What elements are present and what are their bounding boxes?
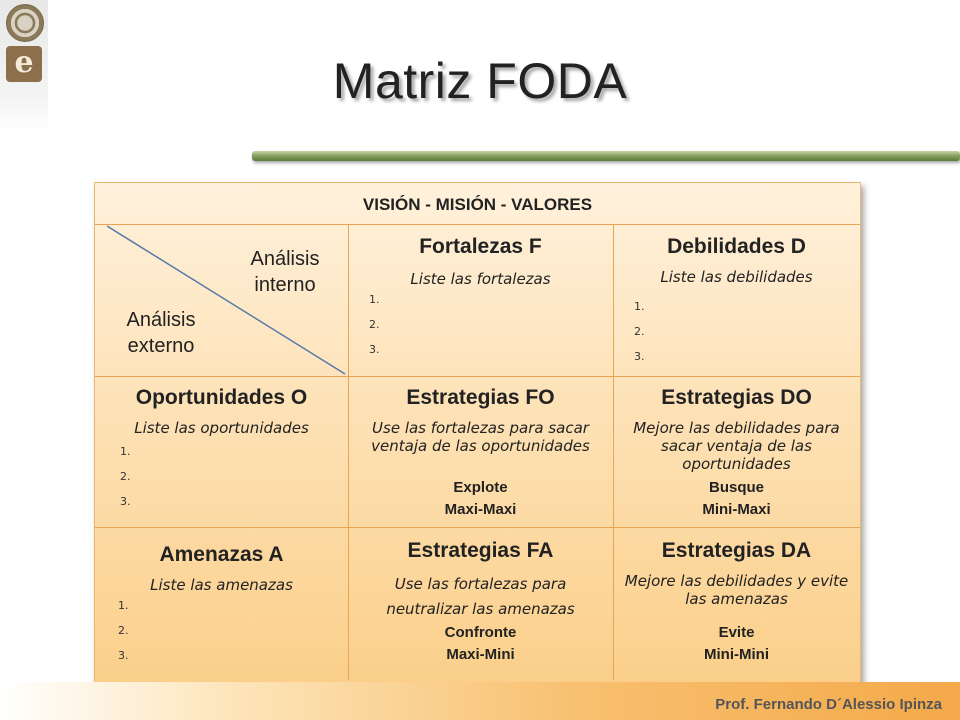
threats-list: 1. 2. 3. xyxy=(118,598,129,673)
fa-action: Confronte xyxy=(444,624,517,641)
fa-label: Maxi-Mini xyxy=(446,646,515,663)
author-footer: Prof. Fernando D´Alessio Ipinza xyxy=(715,696,942,713)
list-item: 2. xyxy=(118,624,129,637)
fo-strategies-description: Use las fortalezas para sacar ventaja de… xyxy=(371,419,590,455)
header-divider xyxy=(95,224,860,225)
weaknesses-subtitle: Liste las debilidades xyxy=(660,268,813,286)
list-item: 3. xyxy=(369,343,380,356)
list-item: 1. xyxy=(120,445,131,458)
footer-band xyxy=(0,682,960,720)
foda-matrix: VISIÓN - MISIÓN - VALORES Análisis inter… xyxy=(94,182,861,686)
da-action: Evite xyxy=(718,624,755,641)
fa-strategies-title: Estrategias FA xyxy=(407,539,554,562)
opportunities-subtitle: Liste las oportunidades xyxy=(134,419,309,437)
vision-mission-values-header: VISIÓN - MISIÓN - VALORES xyxy=(362,195,593,214)
list-item: 3. xyxy=(118,649,129,662)
list-item: 1. xyxy=(369,293,380,306)
da-strategies-title: Estrategias DA xyxy=(661,539,812,562)
fo-action: Explote xyxy=(453,479,508,496)
list-item: 2. xyxy=(369,318,380,331)
corner-diagonal-line xyxy=(106,225,346,375)
list-item: 3. xyxy=(634,350,645,363)
list-item: 1. xyxy=(118,599,129,612)
do-action: Busque xyxy=(708,479,764,496)
da-label: Mini-Mini xyxy=(704,646,769,663)
strengths-title: Fortalezas F xyxy=(419,235,542,258)
logo-sidebar: e xyxy=(0,0,48,135)
threats-subtitle: Liste las amenazas xyxy=(150,576,293,594)
slide-title: Matriz FODA xyxy=(332,53,628,109)
list-item: 1. xyxy=(634,300,645,313)
do-strategies-description: Mejore las debilidades para sacar ventaj… xyxy=(633,419,840,473)
internal-analysis-label: Análisis interno xyxy=(250,248,320,296)
da-strategies-description: Mejore las debilidades y evite las amena… xyxy=(624,572,849,608)
title-underline-bar xyxy=(252,151,960,161)
row-divider-1 xyxy=(95,376,860,377)
external-analysis-label: Análisis externo xyxy=(126,309,196,357)
do-strategies-title: Estrategias DO xyxy=(661,386,812,409)
column-divider-2 xyxy=(613,224,614,680)
university-seal-logo xyxy=(6,4,44,42)
opportunities-list: 1. 2. 3. xyxy=(120,444,131,519)
fo-strategies-title: Estrategias FO xyxy=(406,386,555,409)
do-label: Mini-Maxi xyxy=(702,501,771,518)
column-divider-1 xyxy=(348,224,349,680)
weaknesses-title: Debilidades D xyxy=(667,235,806,258)
fa-strategies-description: Use las fortalezas para neutralizar las … xyxy=(386,575,575,618)
weaknesses-list: 1. 2. 3. xyxy=(634,299,645,374)
threats-title: Amenazas A xyxy=(159,543,284,566)
strengths-subtitle: Liste las fortalezas xyxy=(410,270,551,288)
fo-label: Maxi-Maxi xyxy=(444,501,517,518)
list-item: 2. xyxy=(634,325,645,338)
strengths-list: 1. 2. 3. xyxy=(369,292,380,367)
list-item: 3. xyxy=(120,495,131,508)
centrum-logo: e xyxy=(6,46,42,82)
opportunities-title: Oportunidades O xyxy=(135,386,308,409)
list-item: 2. xyxy=(120,470,131,483)
row-divider-2 xyxy=(95,527,860,528)
